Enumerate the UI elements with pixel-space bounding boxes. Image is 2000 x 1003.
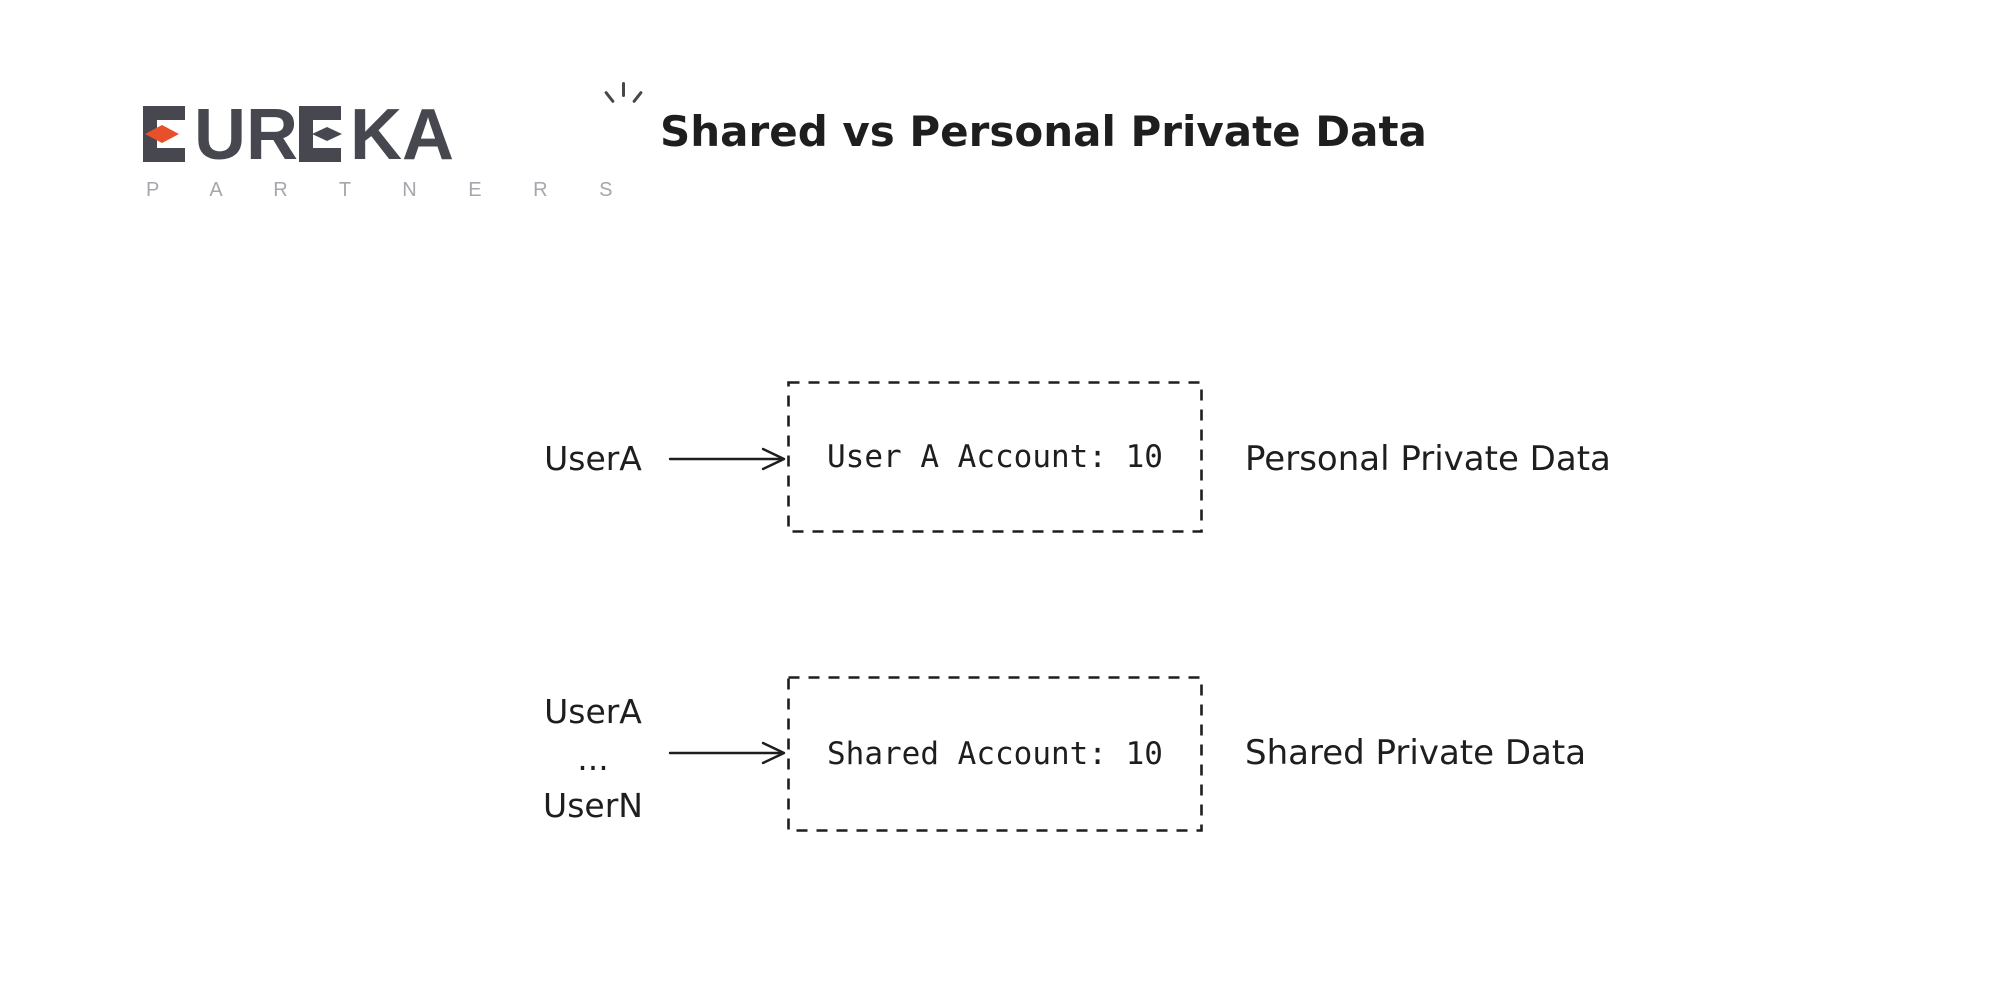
logo-wordmark: U R K A [143, 82, 643, 175]
personal-private-data-label: Personal Private Data [1245, 439, 1611, 479]
user-a-source-label: UserA [544, 692, 642, 731]
personal-account-box-label: User A Account: 10 [827, 439, 1163, 475]
logo-letter: R [246, 95, 298, 175]
orange-diamond-icon [145, 125, 179, 143]
personal-account-box: User A Account: 10 [787, 381, 1203, 533]
shared-private-data-label: Shared Private Data [1245, 733, 1587, 773]
user-a-source-label: UserA [544, 439, 642, 478]
eureka-logo: U R K A P A R T N E R S [143, 76, 643, 202]
dashed-border [787, 676, 1203, 832]
arrow-icon [668, 447, 786, 471]
dashed-border [787, 381, 1203, 533]
arrow-icon [668, 741, 786, 765]
user-n-source-label: UserN [543, 786, 643, 825]
shared-account-box: Shared Account: 10 [787, 676, 1203, 832]
logo-subtitle: P A R T N E R S [146, 179, 636, 201]
dark-diamond-icon [312, 127, 342, 141]
logo-letter: A [402, 95, 454, 175]
sparkle-rays-icon [603, 76, 644, 104]
logo-letter: K [350, 95, 402, 175]
shared-account-box-label: Shared Account: 10 [827, 736, 1163, 772]
shared-users-column: UserA ... UserN [538, 688, 648, 829]
logo-letter: U [194, 95, 246, 175]
page-title: Shared vs Personal Private Data [660, 107, 1427, 156]
logo-letter-e-shape [299, 106, 342, 162]
logo-letter-e-shape [143, 106, 185, 162]
ellipsis-label: ... [577, 739, 609, 778]
